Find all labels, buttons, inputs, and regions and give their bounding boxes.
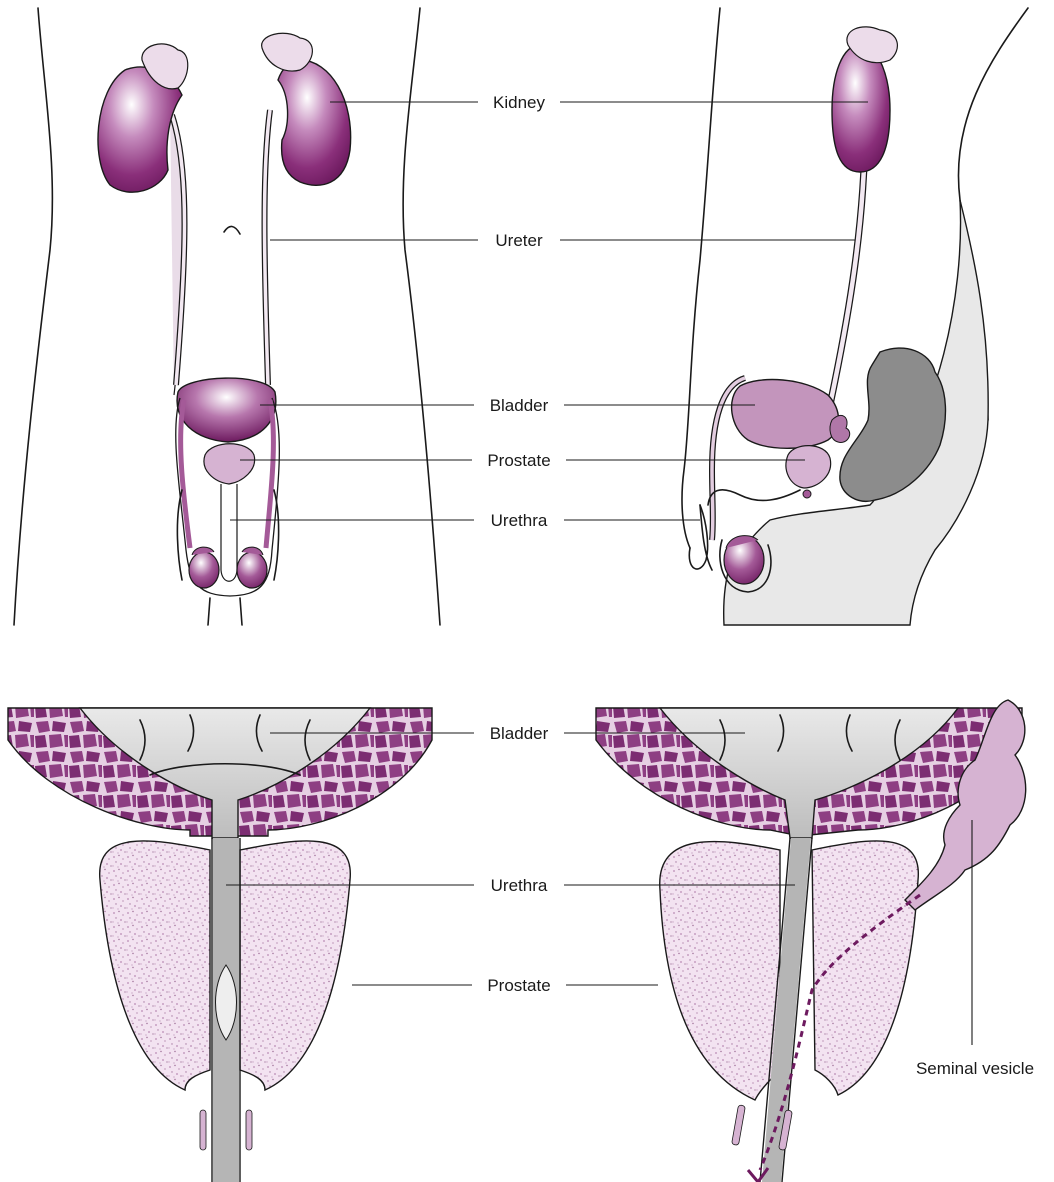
kidney-right-front [262,33,351,185]
testis-side [724,536,764,584]
kidney-label: Kidney [493,93,545,112]
bladder-label-lower: Bladder [490,724,549,743]
prostate-front [204,444,255,484]
prostate-section-normal [8,708,432,1182]
testes-front [189,547,267,588]
prostate-side [786,446,831,498]
seminal-vesicle-label: Seminal vesicle [916,1059,1034,1078]
bladder-front [177,378,276,442]
bladder-label: Bladder [490,396,549,415]
urethra-label: Urethra [491,511,548,530]
prostate-label: Prostate [487,451,550,470]
prostate-label-lower: Prostate [487,976,550,995]
front-view-illustration [14,8,440,625]
prostate-section-side [596,700,1026,1182]
urethra-label-lower: Urethra [491,876,548,895]
side-view-illustration [682,8,1028,625]
ureter-label: Ureter [495,231,543,250]
kidney-side [832,27,897,172]
